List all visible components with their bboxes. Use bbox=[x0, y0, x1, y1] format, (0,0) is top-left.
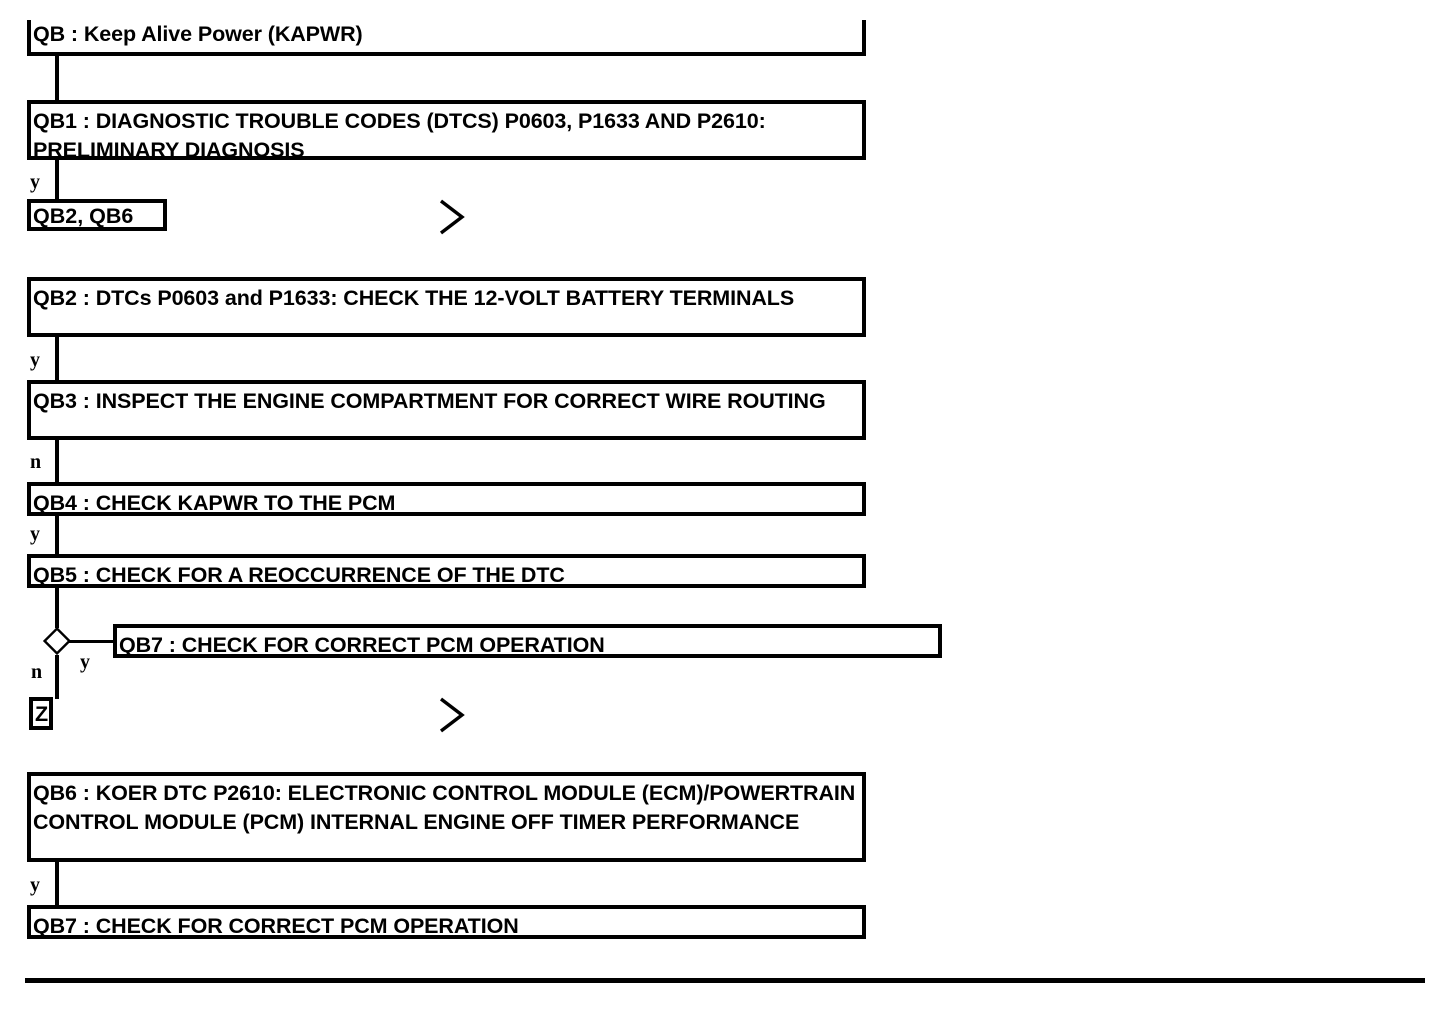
node-qb6[interactable]: QB6 : KOER DTC P2610: ELECTRONIC CONTROL… bbox=[27, 772, 866, 862]
page-bottom-rule bbox=[25, 978, 1425, 983]
reference-qb2-qb6[interactable]: QB2, QB6 bbox=[27, 199, 167, 231]
decision-diamond[interactable] bbox=[43, 627, 71, 655]
connector-qb2-to-qb3 bbox=[55, 337, 59, 381]
connector-qb5-to-decision bbox=[55, 588, 59, 628]
connector-qb4-to-qb5 bbox=[55, 516, 59, 555]
node-qb[interactable]: QB : Keep Alive Power (KAPWR) bbox=[27, 20, 866, 56]
connector-qb3-to-qb4 bbox=[55, 440, 59, 483]
branch-label-qb6-yes: y bbox=[30, 874, 40, 896]
node-qb7-upper[interactable]: QB7 : CHECK FOR CORRECT PCM OPERATION bbox=[113, 624, 942, 658]
node-qb4[interactable]: QB4 : CHECK KAPWR TO THE PCM bbox=[27, 482, 866, 516]
reference-z[interactable]: Z bbox=[29, 697, 53, 730]
node-qb1[interactable]: QB1 : DIAGNOSTIC TROUBLE CODES (DTCS) P0… bbox=[27, 100, 866, 162]
connector-qb-to-qb1 bbox=[55, 56, 59, 101]
branch-label-qb4-yes: y bbox=[30, 523, 40, 545]
branch-label-decision-no: n bbox=[31, 661, 43, 683]
connector-qb1-to-ref bbox=[55, 160, 59, 200]
connector-decision-yes-to-qb7 bbox=[69, 640, 115, 643]
branch-label-decision-yes: y bbox=[80, 651, 90, 673]
branch-label-qb1-yes: y bbox=[30, 171, 40, 193]
node-qb5[interactable]: QB5 : CHECK FOR A REOCCURRENCE OF THE DT… bbox=[27, 554, 866, 588]
offpage-chevron-icon-2 bbox=[438, 696, 468, 734]
node-qb2[interactable]: QB2 : DTCs P0603 and P1633: CHECK THE 12… bbox=[27, 277, 866, 337]
node-qb7-lower[interactable]: QB7 : CHECK FOR CORRECT PCM OPERATION bbox=[27, 905, 866, 939]
branch-label-qb3-no: n bbox=[30, 451, 42, 473]
connector-qb6-to-qb7 bbox=[55, 862, 59, 906]
connector-decision-no-to-z bbox=[55, 655, 59, 699]
offpage-chevron-icon-1 bbox=[438, 198, 468, 236]
branch-label-qb2-yes: y bbox=[30, 349, 40, 371]
node-qb3[interactable]: QB3 : INSPECT THE ENGINE COMPARTMENT FOR… bbox=[27, 380, 866, 440]
